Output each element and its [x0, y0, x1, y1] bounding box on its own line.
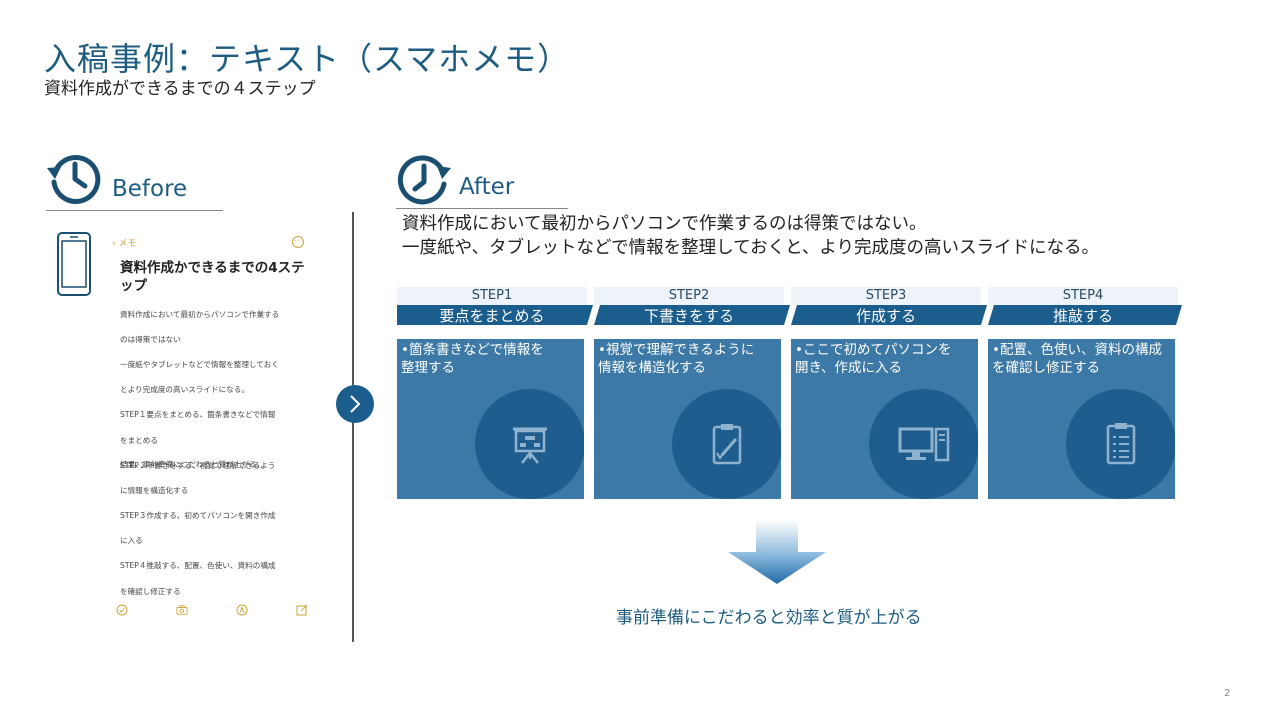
vertical-divider	[352, 212, 354, 642]
memo-line: STEP１要点をまとめる、箇条書きなどで情報	[120, 410, 276, 420]
step-banner: STEP1 要点をまとめる	[397, 287, 593, 325]
steps-row: STEP1 要点をまとめる •箇条書きなどで情報を 整理する	[397, 287, 1182, 499]
camera-icon[interactable]	[176, 604, 188, 616]
after-heading: After	[459, 174, 515, 200]
compose-icon[interactable]	[296, 604, 308, 616]
markup-pen-icon[interactable]	[236, 604, 248, 616]
memo-line: に情報を構造化する	[120, 485, 189, 495]
step-name: 作成する	[855, 307, 916, 325]
memo-line: STEP３作成する、初めてパソコンを開き作成	[120, 511, 276, 521]
memo-line: をまとめる	[120, 435, 158, 445]
step-card: STEP3 作成する •ここで初めてパソコンを 開き、作成に入る	[791, 287, 987, 499]
refresh-clock-icon	[394, 150, 454, 210]
memo-back-link[interactable]: ‹ メモ	[112, 236, 137, 249]
step-body: •箇条書きなどで情報を 整理する	[397, 339, 584, 499]
memo-toolbar	[116, 604, 308, 616]
step-card: STEP4 推敲する •配置、色使い、資料の構成 を確認し修正する	[988, 287, 1182, 499]
step-name: 要点をまとめる	[439, 307, 545, 325]
step-banner: STEP4 推敲する	[988, 287, 1184, 325]
step-description: •箇条書きなどで情報を 整理する	[401, 342, 544, 376]
after-description-line1: 資料作成において最初からパソコンで作業するのは得策ではない。	[402, 214, 927, 234]
chevron-right-icon	[350, 395, 361, 413]
slide-subtitle: 資料作成ができるまでの４ステップ	[44, 79, 316, 99]
step-name: 下書きをする	[643, 307, 734, 325]
step-banner: STEP3 作成する	[791, 287, 987, 325]
memo-line: のは得策ではない	[120, 334, 181, 344]
after-underline	[396, 208, 568, 209]
memo-line: STEP２下書きをする、視覚で理解できるよう	[120, 460, 276, 470]
result-statement: 事前準備にこだわると効率と質が上がる	[616, 608, 922, 628]
memo-title: 資料作成かできるまでの4ステップ	[120, 260, 305, 294]
more-options-icon[interactable]: ···	[292, 236, 304, 248]
step-card: STEP2 下書きをする •視覚で理解できるように 情報を構造化する	[594, 287, 790, 499]
after-description-line2: 一度紙や、タブレットなどで情報を整理しておくと、より完成度の高いスライドになる。	[402, 238, 1100, 258]
chevron-left-icon: ‹	[112, 239, 116, 249]
history-icon	[44, 148, 104, 208]
memo-line: に入る	[120, 536, 143, 546]
presentation-board-icon	[475, 389, 584, 499]
step-body: •ここで初めてパソコンを 開き、作成に入る	[791, 339, 978, 499]
step-description: •配置、色使い、資料の構成 を確認し修正する	[992, 342, 1162, 376]
step-body: •視覚で理解できるように 情報を構造化する	[594, 339, 781, 499]
memo-body: 資料作成において最初からパソコンで作業する のは得策ではない 一度紙やタブレット…	[120, 296, 302, 611]
step-card: STEP1 要点をまとめる •箇条書きなどで情報を 整理する	[397, 287, 593, 499]
memo-line: 資料作成において最初からパソコンで作業する	[120, 309, 280, 319]
step-number: STEP4	[1062, 288, 1104, 303]
next-button[interactable]	[336, 385, 374, 423]
after-description: 資料作成において最初からパソコンで作業するのは得策ではない。 一度紙や、タブレッ…	[402, 212, 1099, 260]
page-number: 2	[1224, 688, 1231, 699]
before-heading: Before	[112, 176, 188, 202]
memo-line: STEP４推敲する、配置、色使い、資料の構成	[120, 561, 276, 571]
step-number: STEP2	[668, 288, 710, 303]
step-description: •視覚で理解できるように 情報を構造化する	[598, 342, 755, 376]
checklist-icon	[1066, 389, 1175, 499]
before-underline	[46, 210, 223, 211]
step-body: •配置、色使い、資料の構成 を確認し修正する	[988, 339, 1175, 499]
memo-back-label: メモ	[118, 239, 137, 249]
step-description: •ここで初めてパソコンを 開き、作成に入る	[795, 342, 952, 376]
memo-line: を確認し修正する	[120, 586, 181, 596]
smartphone-icon	[56, 232, 92, 296]
down-arrow-icon	[728, 520, 826, 584]
step-number: STEP3	[865, 288, 907, 303]
memo-line: とより完成度の高いスライドになる。	[120, 385, 249, 395]
desktop-computer-icon	[869, 389, 978, 499]
slide-title: 入稿事例：テキスト（スマホメモ）	[44, 40, 571, 78]
step-banner: STEP2 下書きをする	[594, 287, 790, 325]
clipboard-edit-icon	[672, 389, 781, 499]
step-number: STEP1	[471, 288, 513, 303]
step-name: 推敲する	[1052, 307, 1113, 325]
checkmark-icon[interactable]	[116, 604, 128, 616]
memo-line: 一度紙やタブレットなどで情報を整理しておく	[120, 359, 279, 369]
memo-footer: 結果、事前準備にこだわると質が上がる。	[120, 460, 265, 469]
